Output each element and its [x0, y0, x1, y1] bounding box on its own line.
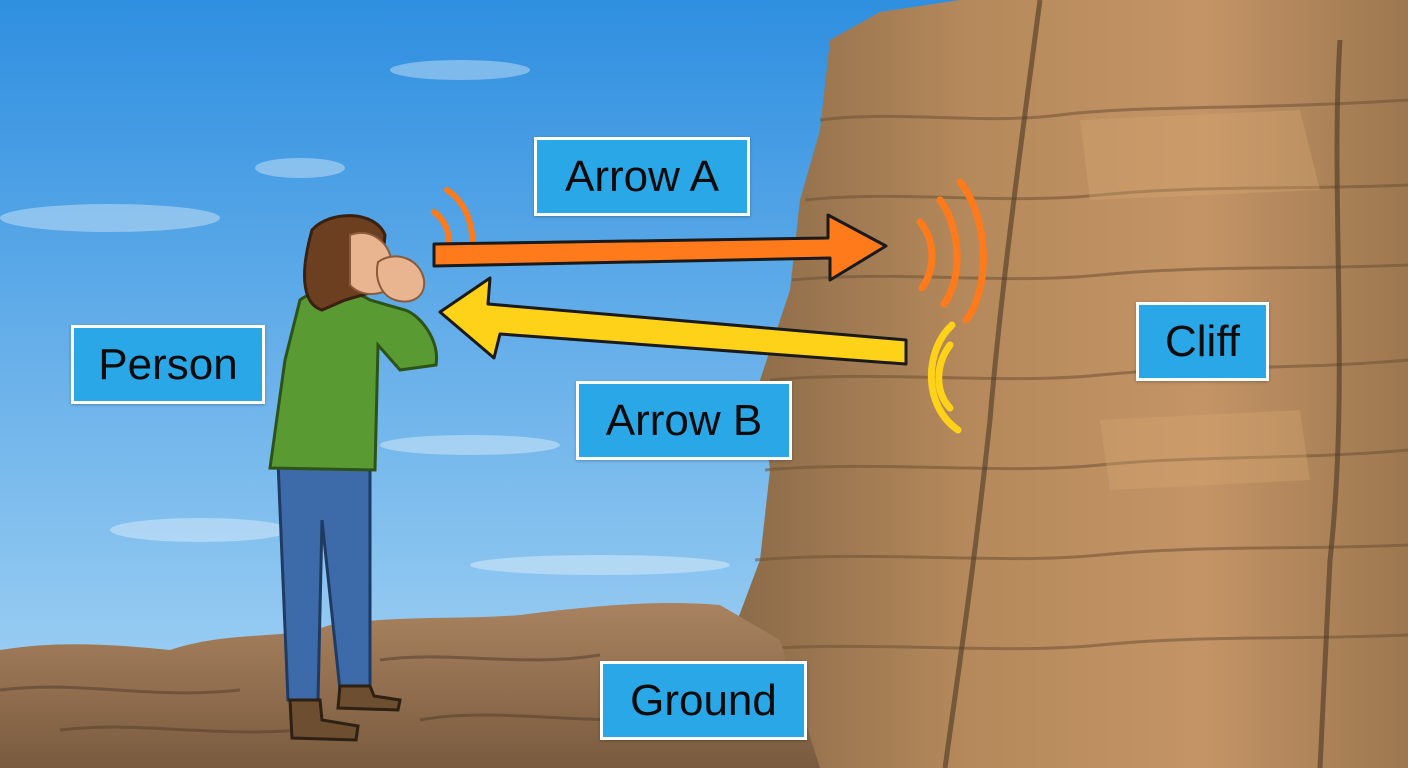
label-ground: Ground	[600, 661, 807, 740]
label-arrow-b: Arrow B	[576, 381, 792, 460]
label-cliff: Cliff	[1136, 302, 1269, 381]
cliff-cracks	[942, 0, 1343, 768]
echo-waves-icon	[916, 178, 987, 434]
person-boot-left	[288, 698, 360, 742]
person-boot-right	[336, 684, 402, 712]
person-figure	[268, 214, 438, 742]
cliff	[730, 0, 1408, 768]
clouds	[0, 60, 730, 575]
cliff-highlights	[1080, 110, 1320, 490]
label-person: Person	[71, 325, 265, 404]
person-hands	[376, 255, 426, 303]
arrow-b	[438, 276, 908, 366]
arrow-a	[432, 213, 888, 282]
cliff-strata	[734, 98, 1408, 652]
label-arrow-a: Arrow A	[534, 137, 750, 216]
